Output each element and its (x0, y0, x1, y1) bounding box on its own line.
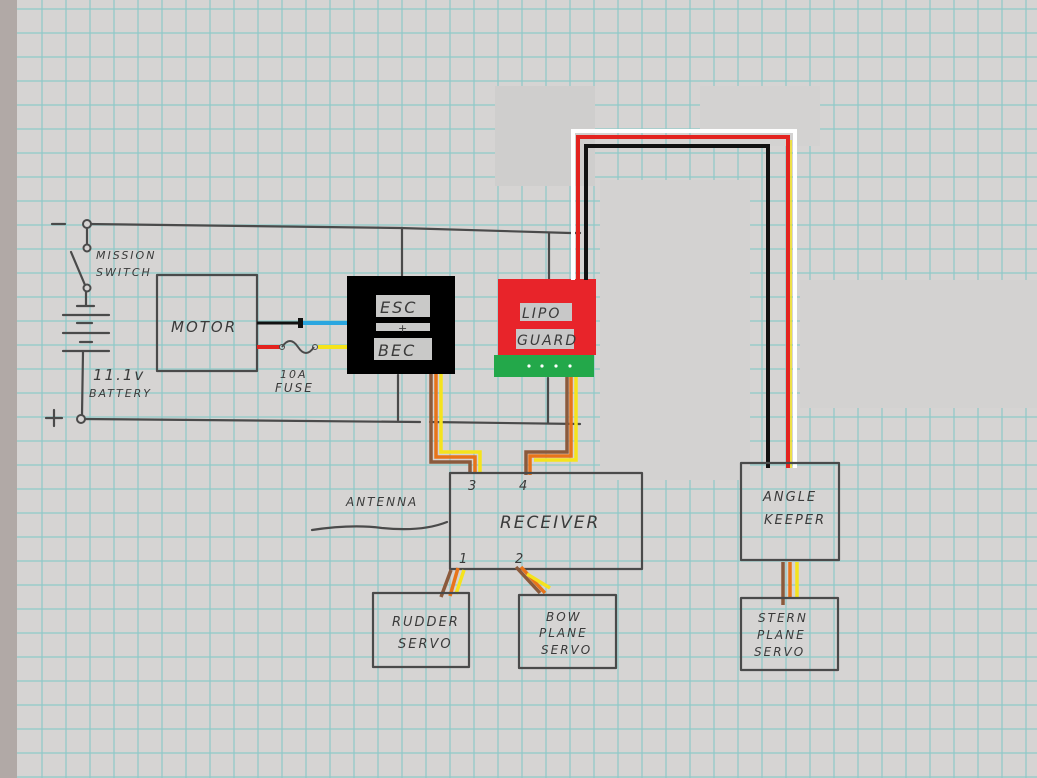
positive-rail (80, 373, 582, 426)
receiver-label: RECEIVER (500, 513, 600, 533)
lipo-guard-box (494, 279, 596, 377)
switch-label-line2: SWITCH (96, 266, 152, 279)
esc-label: ESC (380, 298, 417, 317)
guard-label: GUARD (517, 333, 578, 349)
motor-label: MOTOR (171, 318, 237, 336)
esc-to-receiver-lead (429, 374, 482, 472)
antenna-label: ANTENNA (345, 495, 418, 509)
rudder-servo-label-line2: SERVO (398, 637, 453, 652)
angle-keeper-lead (571, 129, 797, 468)
battery-voltage-label: 11.1v (93, 366, 145, 384)
channel-1-label: 1 (459, 552, 469, 567)
stern-servo-label-line2: PLANE (757, 628, 806, 642)
channel-4-label: 4 (519, 479, 529, 494)
stern-servo-label-line1: STERN (758, 611, 808, 625)
channel-3-label: 3 (468, 479, 478, 494)
bow-servo-label-line1: BOW (546, 610, 582, 624)
channel-2-label: 2 (515, 552, 525, 567)
rudder-servo-label-line1: RUDDER (392, 615, 460, 630)
erased-regions (495, 86, 1037, 480)
esc-bec-box (347, 276, 455, 374)
bec-label: BEC (378, 341, 416, 360)
bow-servo-lead (514, 565, 551, 595)
negative-rail (85, 222, 582, 282)
switch-label-line1: MISSION (96, 249, 156, 262)
receiver-box (448, 471, 644, 571)
angle-keeper-box (739, 461, 841, 562)
esc-plus-label: + (398, 322, 409, 335)
lipo-label: LIPO (522, 306, 561, 322)
fuse-rating-label: 10A (280, 368, 308, 381)
motor-wires (257, 318, 348, 354)
angle-keeper-label-line1: ANGLE (762, 490, 817, 505)
lipo-to-receiver-lead (524, 377, 578, 475)
bow-plane-servo-box (517, 593, 618, 670)
switch-lever (69, 250, 87, 287)
rudder-servo-box (371, 591, 471, 669)
bow-servo-label-line3: SERVO (541, 643, 592, 657)
battery-symbol (44, 219, 111, 428)
stern-servo-label-line3: SERVO (754, 645, 805, 659)
paper-edge (0, 0, 17, 778)
antenna-wire (310, 520, 449, 532)
battery-label: BATTERY (89, 387, 152, 400)
stern-plane-servo-box (739, 596, 840, 672)
angle-keeper-label-line2: KEEPER (764, 513, 826, 528)
fuse-symbol (281, 340, 315, 354)
fuse-label: FUSE (275, 381, 314, 395)
bow-servo-label-line2: PLANE (539, 626, 588, 640)
